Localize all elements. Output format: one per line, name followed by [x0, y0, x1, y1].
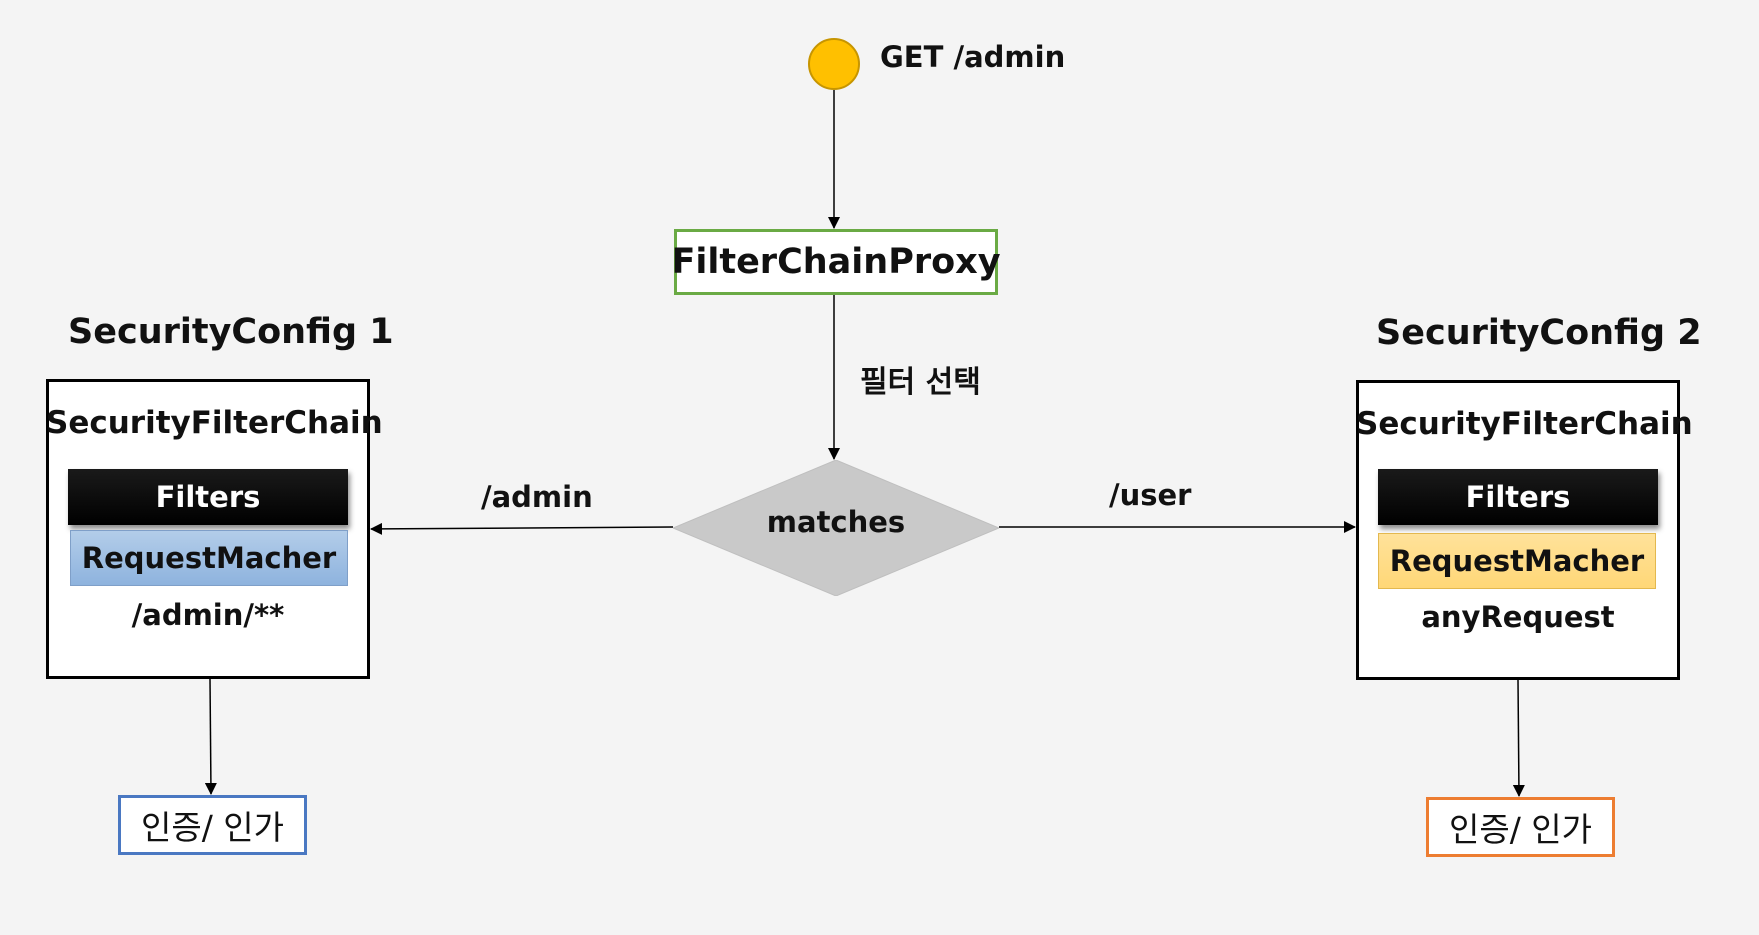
security-filter-chain-2-title: SecurityFilterChain	[1356, 406, 1693, 442]
arrow-decision-to-config1	[370, 522, 674, 535]
request-matcher-2: RequestMacher	[1378, 533, 1656, 589]
edge-label-admin: /admin	[481, 480, 593, 514]
security-config-1-title: SecurityConfig 1	[68, 312, 394, 352]
security-filter-chain-2	[1356, 380, 1680, 680]
filter-select-label: 필터 선택	[860, 365, 981, 400]
security-config-2-title: SecurityConfig 2	[1376, 313, 1702, 353]
security-filter-chain-1	[46, 379, 370, 679]
filter-chain-proxy-box: FilterChainProxy	[671, 229, 1001, 295]
filters-bar-2: Filters	[1378, 469, 1658, 525]
arrow-config2-to-auth	[1512, 679, 1525, 797]
request-pattern-2: anyRequest	[1421, 600, 1615, 634]
request-pattern-1: /admin/**	[131, 598, 285, 632]
matches-label: matches	[766, 505, 906, 539]
security-filter-chain-1-title: SecurityFilterChain	[46, 405, 383, 441]
auth-box-2: 인증/ 인가	[1426, 797, 1615, 857]
start-label: GET /admin	[880, 40, 1066, 74]
filters-bar-1: Filters	[68, 469, 348, 525]
request-matcher-1: RequestMacher	[70, 530, 348, 586]
arrow-config1-to-auth	[204, 678, 217, 795]
start-node	[808, 38, 860, 90]
auth-box-1: 인증/ 인가	[118, 795, 307, 855]
edge-label-user: /user	[1109, 478, 1192, 512]
matches-decision	[673, 460, 999, 596]
